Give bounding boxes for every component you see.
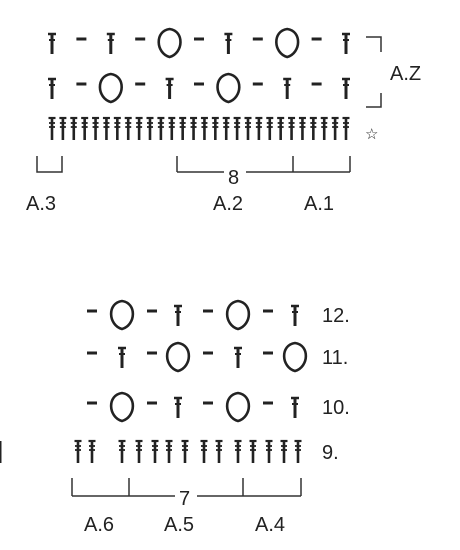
- tall-stitch-symbol: [200, 439, 208, 463]
- section-label-a6: A.6: [84, 514, 114, 536]
- repeat-count-8: 8: [228, 167, 239, 189]
- tall-stitch-symbol: [190, 116, 198, 140]
- stitch-symbol: [342, 32, 350, 54]
- tall-stitch-symbol: [200, 116, 208, 140]
- tall-stitch-symbol: [146, 116, 154, 140]
- tall-stitch-symbol: [165, 439, 173, 463]
- stitch-symbol: [234, 346, 242, 368]
- tall-stitch-symbol: [266, 116, 274, 140]
- star-marker: ☆: [365, 126, 378, 143]
- section-label-a5: A.5: [164, 514, 194, 536]
- tall-stitch-symbol: [70, 116, 78, 140]
- oval-symbol: [109, 391, 135, 423]
- tall-stitch-symbol: [124, 116, 132, 140]
- stitch-symbol: [118, 346, 126, 368]
- tall-stitch-symbol: [92, 116, 100, 140]
- tall-stitch-symbol: [255, 116, 263, 140]
- oval-symbol: [282, 341, 308, 373]
- row-number-10: 10.: [322, 397, 350, 419]
- tall-stitch-symbol: [298, 116, 306, 140]
- section-bracket-a6-a5-a4: [71, 478, 302, 497]
- tall-stitch-symbol: [81, 116, 89, 140]
- tall-stitch-symbol: [74, 439, 82, 463]
- tall-stitch-symbol: [157, 116, 165, 140]
- tall-stitch-symbol: [277, 116, 285, 140]
- tall-stitch-symbol: [249, 439, 257, 463]
- tall-stitch-symbol: [135, 116, 143, 140]
- stitch-symbol: [283, 77, 292, 99]
- section-label-a1: A.1: [304, 193, 334, 215]
- stitch-symbol: [224, 32, 233, 54]
- tall-stitch-symbol: [179, 116, 187, 140]
- tall-stitch-symbol: [211, 116, 219, 140]
- section-label-a3: A.3: [26, 193, 56, 215]
- tall-stitch-symbol: [309, 116, 317, 140]
- tall-stitch-symbol: [234, 439, 242, 463]
- stitch-symbol: [291, 304, 299, 326]
- stitch-symbol: [174, 304, 182, 326]
- symbol-layer: [0, 27, 350, 463]
- oval-symbol: [109, 299, 135, 331]
- stitch-symbol: [342, 77, 350, 99]
- repeat-bracket: [366, 36, 382, 108]
- tall-stitch-symbol: [288, 116, 296, 140]
- tall-stitch-symbol: [168, 116, 176, 140]
- tall-stitch-symbol: [48, 116, 56, 140]
- tall-stitch-symbol: [331, 116, 339, 140]
- tall-stitch-symbol: [244, 116, 252, 140]
- tall-stitch-symbol: [181, 439, 189, 463]
- tall-stitch-symbol: [215, 439, 223, 463]
- tall-stitch-symbol: [151, 439, 159, 463]
- tall-stitch-symbol: [113, 116, 121, 140]
- row-number-9: 9.: [322, 442, 339, 464]
- oval-symbol: [275, 27, 300, 59]
- tall-stitch-symbol: [294, 439, 302, 463]
- oval-symbol: [225, 299, 251, 331]
- oval-symbol: [225, 391, 251, 423]
- row-number-12: 12.: [322, 305, 350, 327]
- section-bracket-a3: [36, 156, 63, 173]
- tall-stitch-symbol: [102, 116, 110, 140]
- section-label-a4: A.4: [255, 514, 285, 536]
- stitch-symbol: [106, 32, 115, 54]
- stitch-symbol: [48, 32, 56, 54]
- row-number-11: 11.: [322, 347, 348, 369]
- oval-symbol: [165, 341, 191, 373]
- repeat-label: A.Z: [390, 63, 421, 85]
- tall-stitch-symbol: [88, 439, 96, 463]
- repeat-count-7: 7: [179, 488, 190, 510]
- section-bracket-a2-a1: [176, 156, 351, 173]
- tall-stitch-symbol: [265, 439, 273, 463]
- oval-symbol: [216, 72, 241, 104]
- stitch-symbol: [48, 77, 56, 99]
- tall-stitch-symbol: [280, 439, 288, 463]
- stitch-symbol: [165, 77, 174, 99]
- tall-stitch-symbol: [118, 439, 126, 463]
- stitch-symbol: [174, 396, 182, 418]
- section-label-a2: A.2: [213, 193, 243, 215]
- tall-stitch-symbol: [135, 439, 143, 463]
- tall-stitch-symbol: [342, 116, 350, 140]
- tall-stitch-symbol: [59, 116, 67, 140]
- oval-symbol: [157, 27, 182, 59]
- tall-stitch-symbol: [222, 116, 230, 140]
- oval-symbol: [98, 72, 123, 104]
- stitch-symbol: [291, 396, 299, 418]
- tall-stitch-symbol: [320, 116, 328, 140]
- tall-stitch-symbol: [233, 116, 241, 140]
